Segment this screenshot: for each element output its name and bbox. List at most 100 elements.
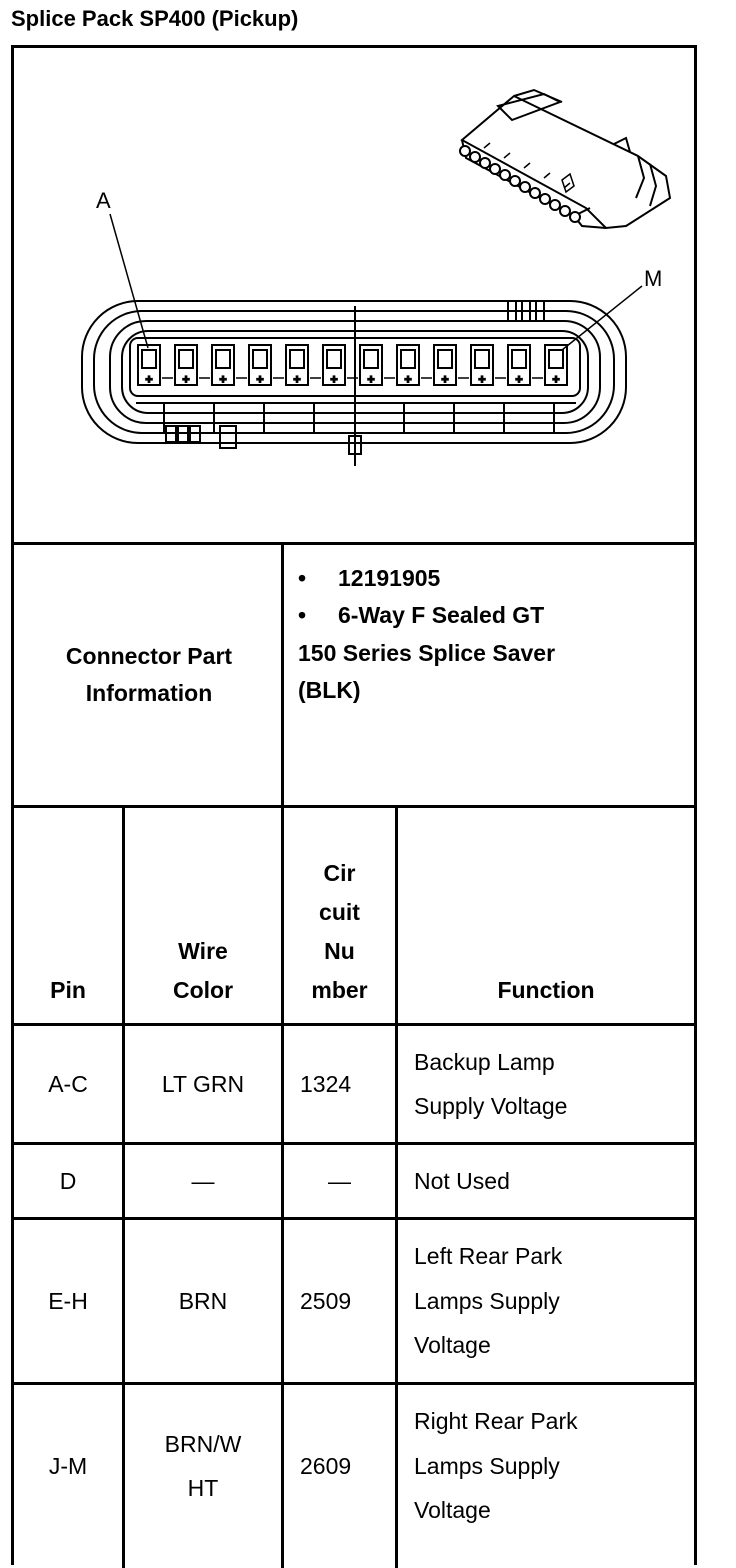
- header-function: Function: [398, 808, 694, 1026]
- table-row-function: Left Rear Park Lamps Supply Voltage: [398, 1220, 694, 1382]
- svg-text:+: +: [478, 375, 486, 385]
- header-circuit-number: Cir cuit Nu mber: [284, 808, 395, 1026]
- terminal-cavities: + + + + + + + + + + + +: [137, 344, 568, 386]
- table-row-wire-color: —: [125, 1145, 281, 1217]
- function-line: Not Used: [414, 1167, 510, 1194]
- terminal-cavity: +: [470, 344, 494, 386]
- terminal-cavity-a: +: [137, 344, 161, 386]
- terminal-cavity-m: +: [544, 344, 568, 386]
- pin-cell: E-H: [48, 1287, 88, 1314]
- header-pin-text: Pin: [50, 976, 86, 1003]
- function-line: Supply Voltage: [414, 1093, 568, 1119]
- header-function-text: Function: [497, 976, 595, 1003]
- svg-text:+: +: [515, 375, 523, 385]
- svg-text:+: +: [145, 375, 153, 385]
- connector-face-drawing: + + + + + + + + + + + +: [81, 88, 672, 466]
- table-row-pin: E-H: [14, 1220, 122, 1382]
- pin-label-a: A: [96, 188, 111, 213]
- table-row-function: Backup Lamp Supply Voltage: [398, 1026, 694, 1142]
- connector-part-info-label: Connector Part Information: [14, 545, 284, 805]
- header-wire-color-line: Wire: [178, 937, 228, 964]
- terminal-cavity: +: [507, 344, 531, 386]
- divider: [14, 1217, 694, 1220]
- divider: [14, 542, 694, 545]
- terminal-cavity: +: [396, 344, 420, 386]
- table-row-circuit: 2609: [284, 1385, 395, 1547]
- table-row-function: Right Rear Park Lamps Supply Voltage: [398, 1385, 694, 1547]
- svg-text:+: +: [182, 375, 190, 385]
- connector-color: (BLK): [298, 677, 361, 704]
- function-line: Voltage: [414, 1332, 491, 1359]
- pin-cell: J-M: [48, 1452, 88, 1479]
- terminal-cavity: +: [248, 344, 272, 386]
- circuit-cell: 2509: [300, 1287, 352, 1314]
- header-circuit-line: cuit: [319, 898, 360, 925]
- wire-color-cell: LT GRN: [161, 1070, 245, 1097]
- divider: [14, 1142, 694, 1145]
- pin-label-m: M: [644, 266, 662, 291]
- header-circuit-line: Cir: [323, 859, 356, 886]
- circuit-cell: —: [328, 1167, 351, 1194]
- wire-color-line: BRN/W: [164, 1430, 242, 1457]
- connector-part-info-list: •12191905 •6-Way F Sealed GT 150 Series …: [298, 560, 694, 710]
- table-row-wire-color: BRN: [125, 1220, 281, 1382]
- page-title: Splice Pack SP400 (Pickup): [11, 6, 299, 31]
- wire-color-cell: —: [191, 1167, 215, 1194]
- divider: [395, 806, 398, 1568]
- table-row-function: Not Used: [398, 1145, 694, 1217]
- divider: [281, 543, 284, 805]
- divider: [14, 805, 694, 808]
- svg-text:+: +: [256, 375, 264, 385]
- pin-cell: D: [59, 1167, 77, 1194]
- table-row-pin: D: [14, 1145, 122, 1217]
- header-circuit-line: Nu: [324, 937, 355, 964]
- divider: [14, 1023, 694, 1026]
- connector-description-line: 150 Series Splice Saver: [298, 639, 556, 666]
- terminal-cavity: +: [174, 344, 198, 386]
- table-row-pin: J-M: [14, 1385, 122, 1547]
- terminal-cavity: +: [285, 344, 309, 386]
- table-row-wire-color: LT GRN: [125, 1026, 281, 1142]
- svg-text:+: +: [404, 375, 412, 385]
- table-row-pin: A-C: [14, 1026, 122, 1142]
- connector-face-outline: [81, 300, 627, 466]
- part-number-item: •12191905: [298, 565, 441, 591]
- header-wire-color-line: Color: [172, 976, 234, 1003]
- function-line: Right Rear Park: [414, 1408, 578, 1435]
- table-row-wire-color: BRN/W HT: [125, 1385, 281, 1547]
- table-row-circuit: —: [284, 1145, 395, 1217]
- function-line: Lamps Supply: [414, 1287, 560, 1314]
- svg-text:+: +: [330, 375, 338, 385]
- function-line: Lamps Supply: [414, 1452, 560, 1479]
- circuit-cell: 2609: [300, 1452, 352, 1479]
- header-circuit-line: mber: [311, 976, 368, 1003]
- divider: [281, 806, 284, 1568]
- terminal-cavity: +: [433, 344, 457, 386]
- divider: [14, 1382, 694, 1385]
- connector-description-item: •6-Way F Sealed GT: [298, 602, 545, 629]
- header-pin: Pin: [14, 808, 122, 1026]
- connector-table-frame: + + + + + + + + + + + +: [11, 45, 697, 1568]
- terminal-cavity: +: [322, 344, 346, 386]
- wire-color-line: HT: [187, 1475, 219, 1501]
- wire-color-cell: BRN: [178, 1287, 228, 1314]
- connector-description: 6-Way F Sealed GT: [338, 602, 545, 629]
- connector-part-info-label-text: Connector Part Information: [65, 643, 233, 706]
- connector-diagram: + + + + + + + + + + + +: [14, 48, 694, 543]
- table-row-circuit: 1324: [284, 1026, 395, 1142]
- pin-cell: A-C: [48, 1070, 88, 1097]
- header-wire-color: Wire Color: [125, 808, 281, 1026]
- function-line: Backup Lamp: [414, 1048, 555, 1075]
- function-line: Voltage: [414, 1497, 491, 1524]
- svg-text:+: +: [219, 375, 227, 385]
- svg-text:+: +: [293, 375, 301, 385]
- function-line: Left Rear Park: [414, 1243, 563, 1270]
- connector-isometric-illustration: [459, 88, 672, 230]
- circuit-cell: 1324: [300, 1070, 352, 1097]
- pin-leader-lines: [109, 213, 643, 351]
- svg-text:+: +: [552, 375, 560, 385]
- terminal-cavity: +: [211, 344, 235, 386]
- part-number: 12191905: [338, 565, 441, 591]
- svg-text:+: +: [367, 375, 375, 385]
- svg-text:+: +: [441, 375, 449, 385]
